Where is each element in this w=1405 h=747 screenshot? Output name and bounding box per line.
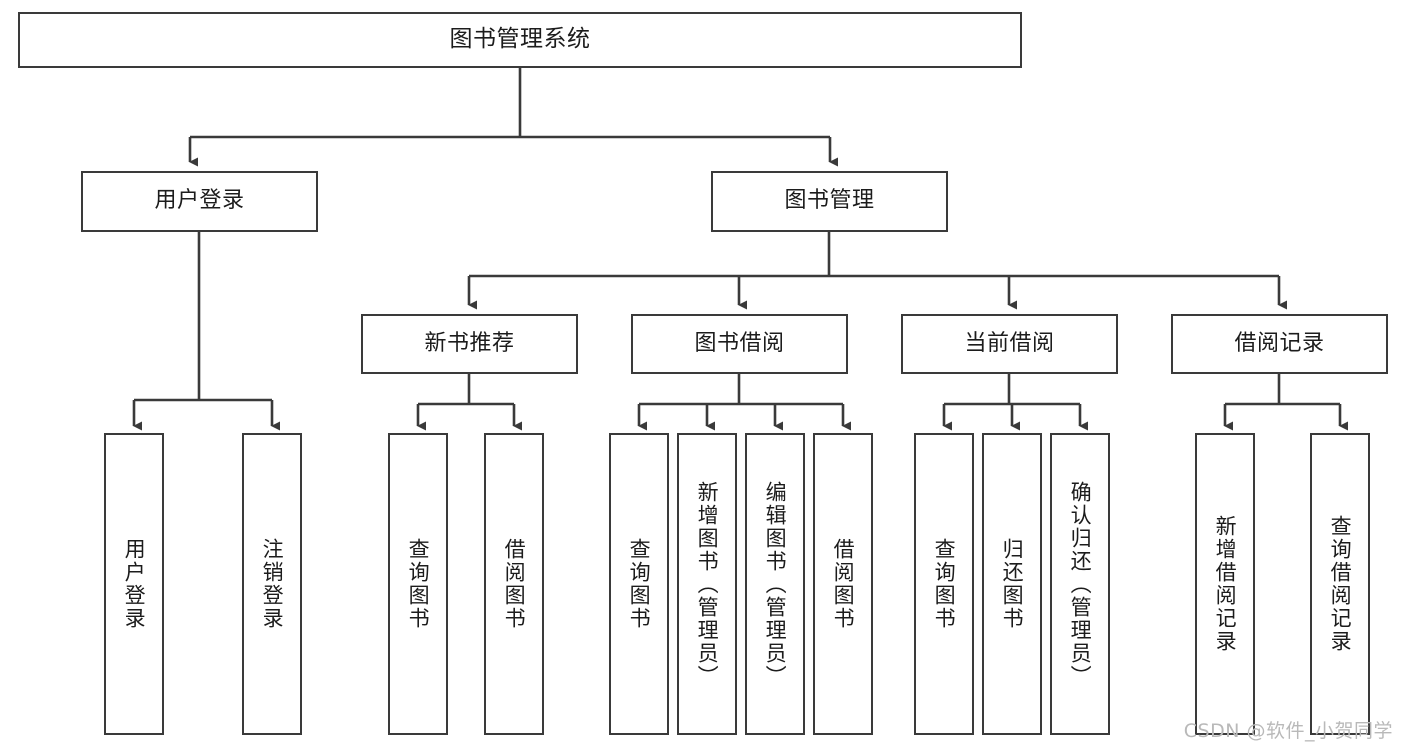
leaf-book-borrow-add-label: 新增图书（管理员） [695, 480, 720, 688]
leaf-current-borrow-confirm-return[interactable]: 确认归还（管理员） [1050, 433, 1110, 735]
leaf-new-book-borrow[interactable]: 借阅图书 [484, 433, 544, 735]
leaf-borrow-record-add[interactable]: 新增借阅记录 [1195, 433, 1255, 735]
node-book-management[interactable]: 图书管理 [711, 171, 948, 232]
node-user-login[interactable]: 用户登录 [81, 171, 318, 232]
node-book-borrow-label: 图书借阅 [694, 330, 785, 356]
leaf-book-borrow-add[interactable]: 新增图书（管理员） [677, 433, 737, 735]
node-borrow-record[interactable]: 借阅记录 [1171, 314, 1388, 374]
leaf-borrow-record-add-label: 新增借阅记录 [1213, 515, 1238, 653]
leaf-new-book-query-label: 查询图书 [406, 538, 431, 630]
leaf-current-borrow-query-label: 查询图书 [932, 538, 957, 630]
node-root[interactable]: 图书管理系统 [18, 12, 1022, 68]
node-book-borrow[interactable]: 图书借阅 [631, 314, 848, 374]
leaf-book-borrow-borrow[interactable]: 借阅图书 [813, 433, 873, 735]
node-current-borrow-label: 当前借阅 [964, 330, 1055, 356]
node-new-book-recommend-label: 新书推荐 [424, 330, 515, 356]
leaf-current-borrow-return[interactable]: 归还图书 [982, 433, 1042, 735]
leaf-user-login-logout[interactable]: 注销登录 [242, 433, 302, 735]
leaf-new-book-query[interactable]: 查询图书 [388, 433, 448, 735]
leaf-borrow-record-query[interactable]: 查询借阅记录 [1310, 433, 1370, 735]
leaf-user-login-login-label: 用户登录 [122, 538, 147, 630]
leaf-current-borrow-return-label: 归还图书 [1000, 538, 1025, 630]
node-current-borrow[interactable]: 当前借阅 [901, 314, 1118, 374]
leaf-book-borrow-edit[interactable]: 编辑图书（管理员） [745, 433, 805, 735]
node-borrow-record-label: 借阅记录 [1234, 330, 1325, 356]
leaf-borrow-record-query-label: 查询借阅记录 [1328, 515, 1353, 653]
leaf-book-borrow-query[interactable]: 查询图书 [609, 433, 669, 735]
node-book-management-label: 图书管理 [784, 188, 875, 214]
node-new-book-recommend[interactable]: 新书推荐 [361, 314, 578, 374]
leaf-current-borrow-query[interactable]: 查询图书 [914, 433, 974, 735]
node-root-label: 图书管理系统 [449, 26, 591, 53]
leaf-book-borrow-borrow-label: 借阅图书 [831, 538, 856, 630]
leaf-book-borrow-edit-label: 编辑图书（管理员） [763, 480, 788, 688]
leaf-new-book-borrow-label: 借阅图书 [502, 538, 527, 630]
leaf-current-borrow-confirm-return-label: 确认归还（管理员） [1068, 480, 1093, 688]
leaf-user-login-login[interactable]: 用户登录 [104, 433, 164, 735]
leaf-book-borrow-query-label: 查询图书 [627, 538, 652, 630]
leaf-user-login-logout-label: 注销登录 [260, 538, 285, 630]
node-user-login-label: 用户登录 [154, 188, 245, 214]
